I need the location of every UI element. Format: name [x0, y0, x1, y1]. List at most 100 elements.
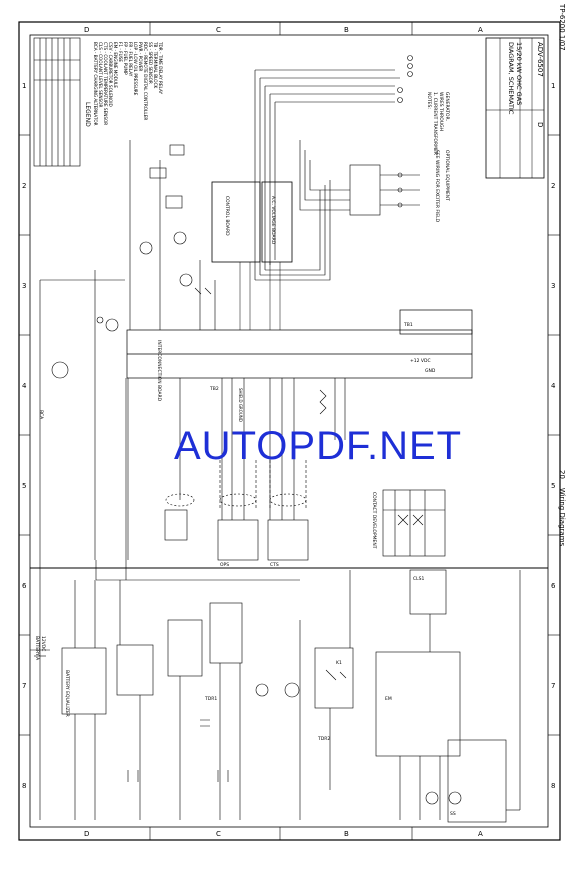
legend-item: CLS - COOLANT LEVEL SENSOR [98, 42, 103, 107]
lower-labels: TDR1 TDR2 K1 CLS1 EM SS [204, 576, 456, 817]
zone-letter: B [344, 830, 349, 838]
tb1-label: TB1 [403, 322, 413, 328]
notes: NOTES: 1. CURRENT TRANSFORMER WIRES THRO… [426, 92, 450, 155]
zone-number: 6 [22, 582, 27, 590]
ops-sensor-label: OPS [220, 562, 229, 568]
contact-development-table [382, 489, 446, 557]
zone-number: 1 [22, 82, 26, 90]
legend-item: TB - TERMINAL BLOCK [153, 41, 158, 89]
title-block: DIAGRAM, SCHEMATIC 15/20 kW OHC GAS ADV-… [485, 37, 545, 179]
zone-letter: C [216, 830, 221, 838]
exciter-note: SEE WIRING FOR EXCITER FIELD OPTIONAL EQ… [434, 150, 450, 223]
outer-frame [18, 21, 561, 841]
zone-number: 3 [551, 282, 555, 290]
ac-voltage-board-label: A.C. VOLTAGE BOARD [270, 196, 276, 245]
clsl-label: CLS1 [413, 576, 425, 582]
zone-letter: B [344, 26, 349, 34]
zone-number: 4 [22, 382, 27, 390]
legend-item: PWR - POWER [138, 42, 143, 71]
legend-item: EM - ENGINE MODULE [113, 42, 118, 88]
note-line: NOTES: [426, 92, 432, 109]
zone-number: 5 [22, 482, 26, 490]
note-line: WIRES THROUGH [438, 92, 444, 131]
title-line1: DIAGRAM, SCHEMATIC [507, 42, 515, 115]
battery-label-group: BATTERY A 12VDC [34, 636, 46, 661]
zone-letter: A [478, 26, 483, 34]
zone-number: 6 [551, 582, 556, 590]
zone-letter: D [84, 830, 89, 838]
zone-letter: D [84, 26, 89, 34]
svg-text:BCA: BCA [38, 410, 44, 420]
zone-letter: C [216, 26, 221, 34]
legend-heading: LEGEND [84, 102, 91, 127]
zone-numbers-left: 1 2 3 4 5 6 7 8 [22, 82, 27, 790]
revision-table [33, 37, 81, 167]
legend-item: LOP - LOW OIL PRESSURE [133, 42, 138, 96]
sensor-labels: OPS CTS TB2 [209, 386, 279, 568]
tdr1-label: TDR1 [204, 696, 217, 702]
legend: LEGEND BCA - BATTERY CHARGING ALTERNATOR… [84, 41, 163, 127]
zone-letters-top: D C B A [84, 26, 483, 34]
inner-frame [29, 34, 549, 828]
control-board: CONTROL BOARD A.C. VOLTAGE BOARD [211, 181, 293, 330]
drawing-number: ADV-6507 [536, 42, 544, 77]
contact-development-label: CONTACT DEVELOPMENT [371, 492, 377, 549]
shielded-cables [127, 378, 346, 561]
k1-label: K1 [336, 660, 342, 666]
section-name: Wiring Diagrams [558, 487, 566, 547]
battery-equalizer-label: BATTERY EQUALIZER [64, 670, 70, 717]
zone-number: 2 [22, 182, 26, 190]
zone-number: 7 [551, 682, 555, 690]
legend-item: CSV - CARBURETOR SOLENOID [108, 42, 113, 107]
svg-text:BATTERY EQUALIZER: BATTERY EQUALIZER [64, 670, 70, 717]
zone-number: 1 [551, 82, 555, 90]
legend-item: BCA - BATTERY CHARGING ALTERNATOR [93, 42, 98, 126]
battery-label: BATTERY A [34, 636, 40, 661]
shield-ground-label: SHIELD GROUND [238, 388, 243, 422]
zone-number: 2 [551, 182, 555, 190]
vdc12-label: +12 VDC [410, 358, 431, 364]
zone-number: 5 [551, 482, 555, 490]
note-line: GENERATOR. [444, 92, 450, 121]
title-line2: 15/20 kW OHC GAS [515, 42, 523, 105]
svg-text:OPTIONAL EQUIPMENT: OPTIONAL EQUIPMENT [444, 150, 450, 201]
page-number: 20 [558, 470, 566, 479]
zone-number: 7 [22, 682, 26, 690]
legend-item: FP - FUEL PUMP [123, 42, 128, 75]
zone-letter: A [478, 830, 483, 838]
svg-text:SHIELD GROUND: SHIELD GROUND [238, 388, 243, 422]
control-board-label: CONTROL BOARD [224, 196, 230, 236]
battery-volts: 12VDC [40, 636, 46, 651]
legend-item: FR - FUEL RELAY [128, 42, 133, 77]
bca-label: BCA [38, 410, 44, 420]
stator-connections [299, 140, 420, 216]
zone-numbers-right: 1 2 3 4 5 6 7 8 [551, 82, 556, 790]
main-wires [95, 378, 300, 581]
legend-item: TDR - TIME DELAY RELAY [158, 41, 163, 94]
legend-item: F1 - FUSE [118, 42, 123, 62]
engine-components-upper [39, 140, 216, 560]
zone-number: 3 [22, 282, 26, 290]
interconnection-board-label: INTERCONNECTION BOARD [156, 340, 162, 402]
cts-sensor-label: CTS [270, 562, 279, 568]
zone-ticks [19, 22, 560, 840]
interconnection-board: INTERCONNECTION BOARD TB1 +12 VDC GND [126, 309, 473, 402]
zone-number: 8 [22, 782, 26, 790]
em-label: EM [385, 696, 392, 702]
zone-number: 4 [551, 382, 556, 390]
output-leads [254, 55, 413, 281]
page-footer: 20 Wiring Diagrams [558, 470, 566, 546]
svg-text:SEE WIRING FOR EXCITER FIELD: SEE WIRING FOR EXCITER FIELD [434, 150, 440, 223]
tdr2-label: TDR2 [317, 736, 330, 742]
sheet-size: D [536, 122, 544, 127]
note-line: 1. CURRENT TRANSFORMER [432, 92, 438, 155]
zone-letters-bottom: D C B A [84, 830, 483, 838]
relay-boxes [116, 569, 521, 823]
document-number: TP-6200 1/07 [558, 4, 566, 51]
tb2-label: TB2 [209, 386, 219, 392]
gnd-label: GND [425, 368, 436, 374]
zone-number: 8 [551, 782, 555, 790]
legend-item: CTS - COOLANT TEMPERATURE SENSOR [103, 42, 108, 125]
battery-section [30, 560, 107, 820]
